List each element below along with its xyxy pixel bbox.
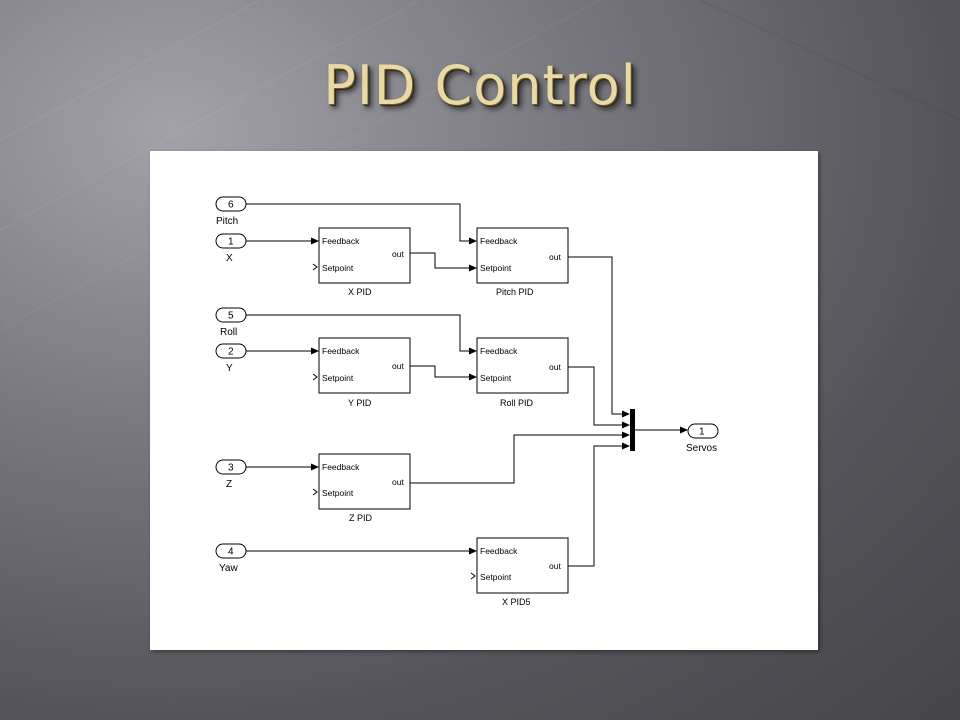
inport-yaw[interactable]: 4 Yaw (215, 543, 247, 574)
outport-label: Servos (686, 443, 717, 454)
outport-number: 1 (699, 427, 705, 438)
inport-label: X (226, 253, 233, 264)
mux-block[interactable] (630, 409, 635, 451)
signal-wires (246, 203, 688, 567)
block-name: X PID (348, 287, 372, 297)
port-label-out: out (549, 252, 561, 262)
block-name: Z PID (349, 513, 373, 523)
block-name: Y PID (348, 398, 372, 408)
inport-number: 5 (228, 311, 234, 322)
inport-z[interactable]: 3 Z (215, 459, 247, 490)
block-z-pid[interactable]: Feedback Setpoint out Z PID (312, 453, 411, 523)
inport-roll[interactable]: 5 Roll (215, 307, 247, 338)
port-label-out: out (392, 249, 404, 259)
block-x-pid5[interactable]: Feedback Setpoint out X PID5 (470, 537, 569, 607)
block-name: X PID5 (502, 597, 531, 607)
port-label-feedback: Feedback (480, 346, 518, 356)
block-x-pid[interactable]: Feedback Setpoint out X PID (312, 227, 411, 297)
inport-number: 1 (228, 237, 234, 248)
inport-number: 6 (228, 200, 234, 211)
inport-number: 3 (228, 463, 234, 474)
block-name: Pitch PID (496, 287, 534, 297)
inport-x[interactable]: 1 X (215, 233, 247, 264)
inport-number: 2 (228, 347, 234, 358)
port-label-out: out (549, 561, 561, 571)
diagram-panel: 6 Pitch 1 X 5 Roll 2 Y 3 Z 4 Yaw (150, 151, 818, 650)
inport-label: Z (226, 479, 232, 490)
port-label-feedback: Feedback (480, 546, 518, 556)
port-label-out: out (392, 361, 404, 371)
port-label-setpoint: Setpoint (480, 263, 512, 273)
block-roll-pid[interactable]: Feedback Setpoint out Roll PID (476, 337, 569, 408)
port-label-feedback: Feedback (480, 236, 518, 246)
port-label-setpoint: Setpoint (322, 263, 354, 273)
block-pitch-pid[interactable]: Feedback Setpoint out Pitch PID (476, 227, 569, 297)
port-label-feedback: Feedback (322, 236, 360, 246)
port-label-setpoint: Setpoint (480, 572, 512, 582)
port-label-setpoint: Setpoint (480, 373, 512, 383)
inport-label: Pitch (216, 216, 238, 227)
inport-label: Yaw (219, 563, 238, 574)
port-label-setpoint: Setpoint (322, 488, 354, 498)
setpoint-port-marker (470, 572, 476, 580)
setpoint-port-marker (312, 263, 318, 271)
outport-servos[interactable]: 1 Servos (686, 423, 719, 454)
port-label-feedback: Feedback (322, 462, 360, 472)
setpoint-port-marker (312, 488, 318, 496)
port-label-feedback: Feedback (322, 346, 360, 356)
inport-label: Y (226, 363, 233, 374)
inport-number: 4 (228, 547, 234, 558)
block-name: Roll PID (500, 398, 534, 408)
setpoint-port-marker (312, 373, 318, 381)
inport-y[interactable]: 2 Y (215, 343, 247, 374)
port-label-out: out (392, 477, 404, 487)
block-y-pid[interactable]: Feedback Setpoint out Y PID (312, 337, 411, 408)
inport-pitch[interactable]: 6 Pitch (215, 196, 247, 227)
port-label-out: out (549, 362, 561, 372)
port-label-setpoint: Setpoint (322, 373, 354, 383)
simulink-diagram: 6 Pitch 1 X 5 Roll 2 Y 3 Z 4 Yaw (215, 196, 719, 607)
slide-title: PID Control (323, 54, 637, 117)
inport-label: Roll (220, 327, 237, 338)
